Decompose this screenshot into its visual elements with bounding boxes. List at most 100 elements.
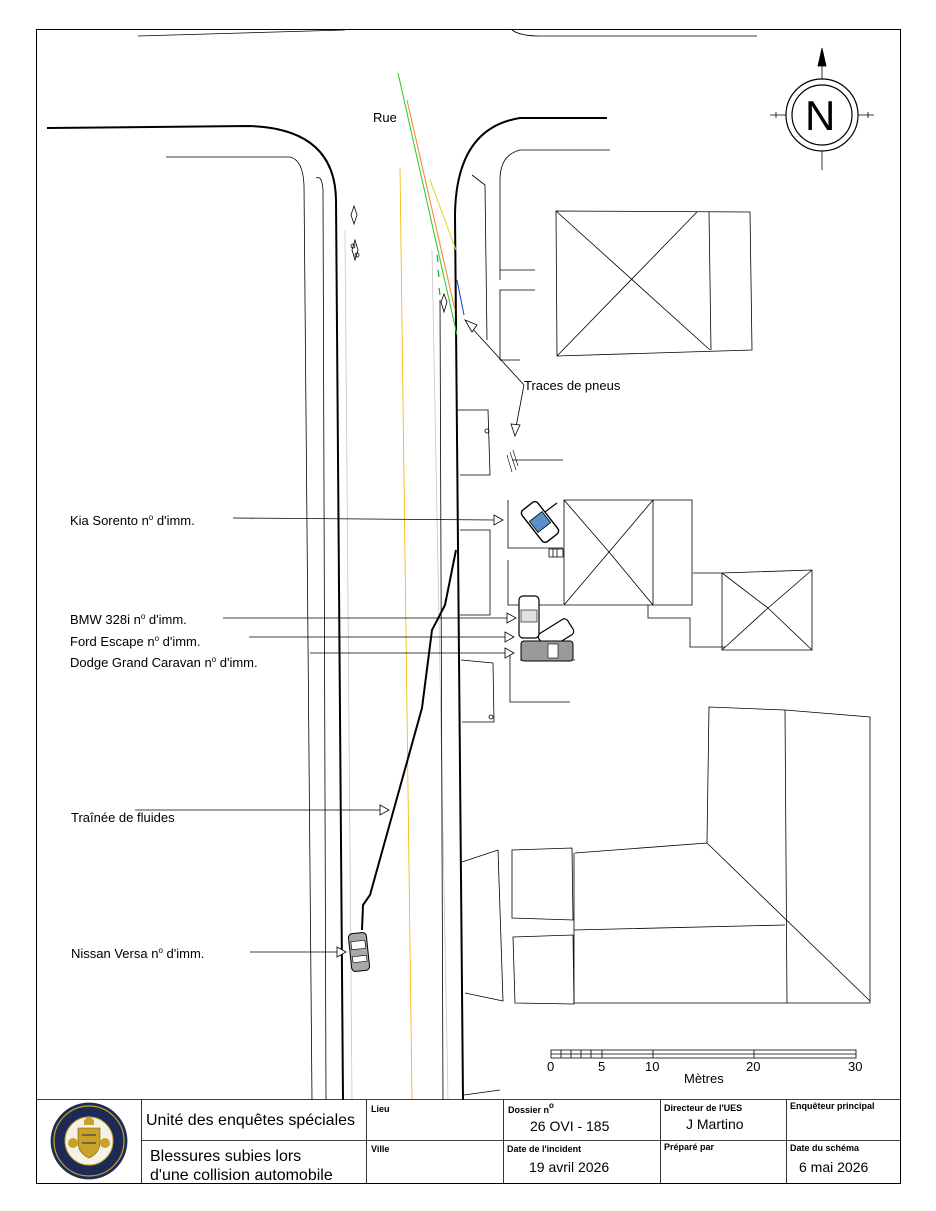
scale-tick-5: 5 [598, 1059, 606, 1074]
org-name: Unité des enquêtes spéciales [146, 1112, 356, 1129]
reg-prefix: n [141, 513, 149, 528]
lot-line-5 [507, 560, 563, 606]
leader-lines [135, 319, 525, 958]
label-vehicle-nissan: Nissan Versa no d'imm. [71, 946, 204, 961]
diagram-title-line2: d'une collision automobile [150, 1167, 333, 1184]
road-edge-top-right [511, 29, 757, 37]
building-3 [693, 569, 813, 651]
centre-line-amber [399, 167, 413, 1101]
lane-line-light-1 [344, 229, 353, 1101]
scale-tick-0: 0 [547, 1059, 555, 1074]
sidewalk-west-inner [315, 177, 327, 1101]
investigator-label: Enquêteur principal [790, 1101, 875, 1111]
reg-prefix: n [133, 612, 141, 627]
building-4-garages [511, 847, 575, 1005]
reg-sup: o [158, 946, 163, 955]
sidewalk-east-inner [471, 174, 488, 341]
label-fluid-trail: Traînée de fluides [71, 810, 175, 825]
dossier-label-sup: o [549, 1101, 554, 1110]
incident-date-value: 19 avril 2026 [529, 1159, 610, 1175]
building-2 [563, 499, 693, 606]
label-vehicle-ford: Ford Escape no d'imm. [70, 634, 201, 649]
reg-prefix: n [151, 946, 159, 961]
tire-mark-orange [406, 99, 456, 311]
label-vehicle-kia: Kia Sorento no d'imm. [70, 513, 195, 528]
sidewalk-west-outer [166, 156, 313, 1101]
reg-sup: o [154, 634, 160, 643]
drawing-frame [36, 29, 901, 1184]
property-line-2 [499, 289, 535, 361]
dossier-value: 26 OVI - 185 [530, 1118, 610, 1134]
diagram-title-line1: Blessures subies lors [150, 1148, 302, 1165]
scale-bar-drawing [550, 1049, 857, 1059]
schema-date-label: Date du schéma [790, 1143, 860, 1153]
road-edge-top-left [137, 29, 346, 37]
building-4 [573, 706, 871, 1004]
reg-prefix: n [204, 655, 212, 670]
building-2-annex [647, 605, 725, 648]
vehicle-name: Nissan Versa [71, 946, 148, 961]
scale-tick-10: 10 [645, 1059, 660, 1074]
compass-north-letter: N [805, 92, 836, 139]
road-diamond-1 [350, 204, 358, 226]
ville-label: Ville [371, 1144, 390, 1154]
director-value: J Martino [686, 1116, 744, 1132]
reg-suffix: d'imm. [145, 612, 187, 627]
reg-suffix: d'imm. [153, 513, 195, 528]
siu-seal-logo [50, 1102, 128, 1180]
reg-prefix: n [147, 634, 155, 649]
lot-line-8 [461, 849, 504, 1002]
driveway-2 [460, 529, 491, 616]
director-label: Directeur de l'UES [664, 1103, 743, 1113]
vehicle-name: Ford Escape [70, 634, 144, 649]
vehicle-dodge-grand-caravan [520, 640, 574, 662]
vehicle-name: Kia Sorento [70, 513, 138, 528]
vehicle-nissan-versa [347, 932, 371, 972]
vehicle-kia-sorento [520, 500, 560, 544]
tire-mark-blue [456, 279, 465, 316]
vehicle-bmw-328i [518, 595, 540, 639]
scale-unit: Mètres [684, 1071, 724, 1086]
reg-sup: o [140, 612, 146, 621]
label-street: Rue [373, 110, 397, 125]
driveway-3 [460, 659, 495, 723]
skid-mark-small [506, 449, 519, 473]
reg-sup: o [148, 513, 154, 522]
reg-suffix: d'imm. [216, 655, 258, 670]
scale-tick-30: 30 [848, 1059, 863, 1074]
curb-east-bold [453, 117, 607, 1101]
label-tire-marks: Traces de pneus [524, 378, 621, 393]
dossier-label: Dossier no [508, 1102, 554, 1116]
bicycle-wheel-1 [350, 243, 356, 249]
fluid-trail-line [361, 549, 457, 931]
hydrant-2 [488, 714, 494, 720]
driveway-1 [458, 409, 491, 476]
sidewalk-east-outer [499, 149, 610, 280]
reg-sup: o [211, 655, 217, 664]
prepared-label: Préparé par [664, 1142, 715, 1152]
curb-west-bold [46, 124, 344, 1101]
lot-line-4 [507, 500, 563, 549]
tire-mark-green [397, 72, 458, 336]
vehicle-name: Dodge Grand Caravan [70, 655, 201, 670]
north-compass-drawing [770, 47, 874, 170]
scale-tick-20: 20 [746, 1059, 761, 1074]
road-diamond-3 [440, 292, 448, 314]
lane-line-thin-east [439, 299, 444, 1101]
tire-mark-yellow [429, 179, 457, 251]
lot-line-6 [509, 655, 570, 703]
building-1 [555, 210, 753, 357]
vehicle-name: BMW 328i [70, 612, 130, 627]
title-block-grid [36, 1099, 901, 1184]
label-vehicle-dodge: Dodge Grand Caravan no d'imm. [70, 655, 258, 670]
lane-line-light-2 [431, 249, 449, 1101]
label-vehicle-bmw: BMW 328i no d'imm. [70, 612, 187, 627]
lot-line-9 [463, 1089, 501, 1096]
schema-date-value: 6 mai 2026 [799, 1159, 869, 1175]
building-2-porch [548, 548, 564, 558]
dossier-label-text: Dossier n [508, 1105, 550, 1115]
reg-suffix: d'imm. [162, 946, 205, 961]
bicycle-wheel-2 [354, 252, 360, 258]
